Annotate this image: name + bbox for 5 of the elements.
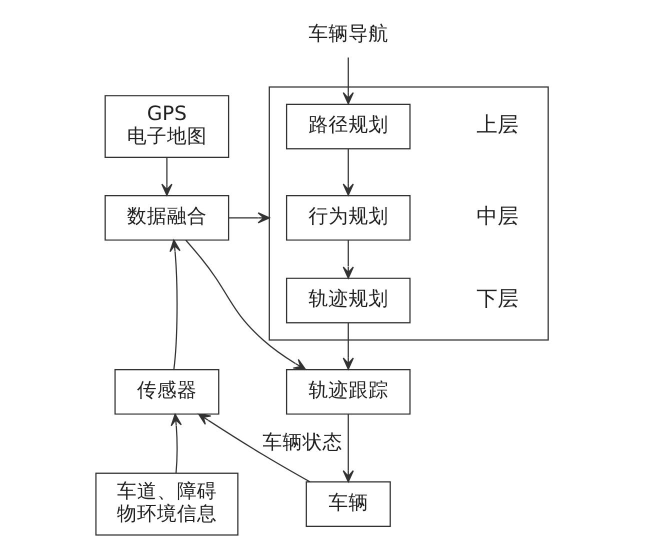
node-label: 下层 <box>476 286 519 311</box>
edge-label: 车辆状态 <box>262 430 343 454</box>
node-label: 上层 <box>476 112 519 137</box>
node-text: 车辆导航 <box>308 22 388 45</box>
node-label: 中层 <box>476 204 519 228</box>
